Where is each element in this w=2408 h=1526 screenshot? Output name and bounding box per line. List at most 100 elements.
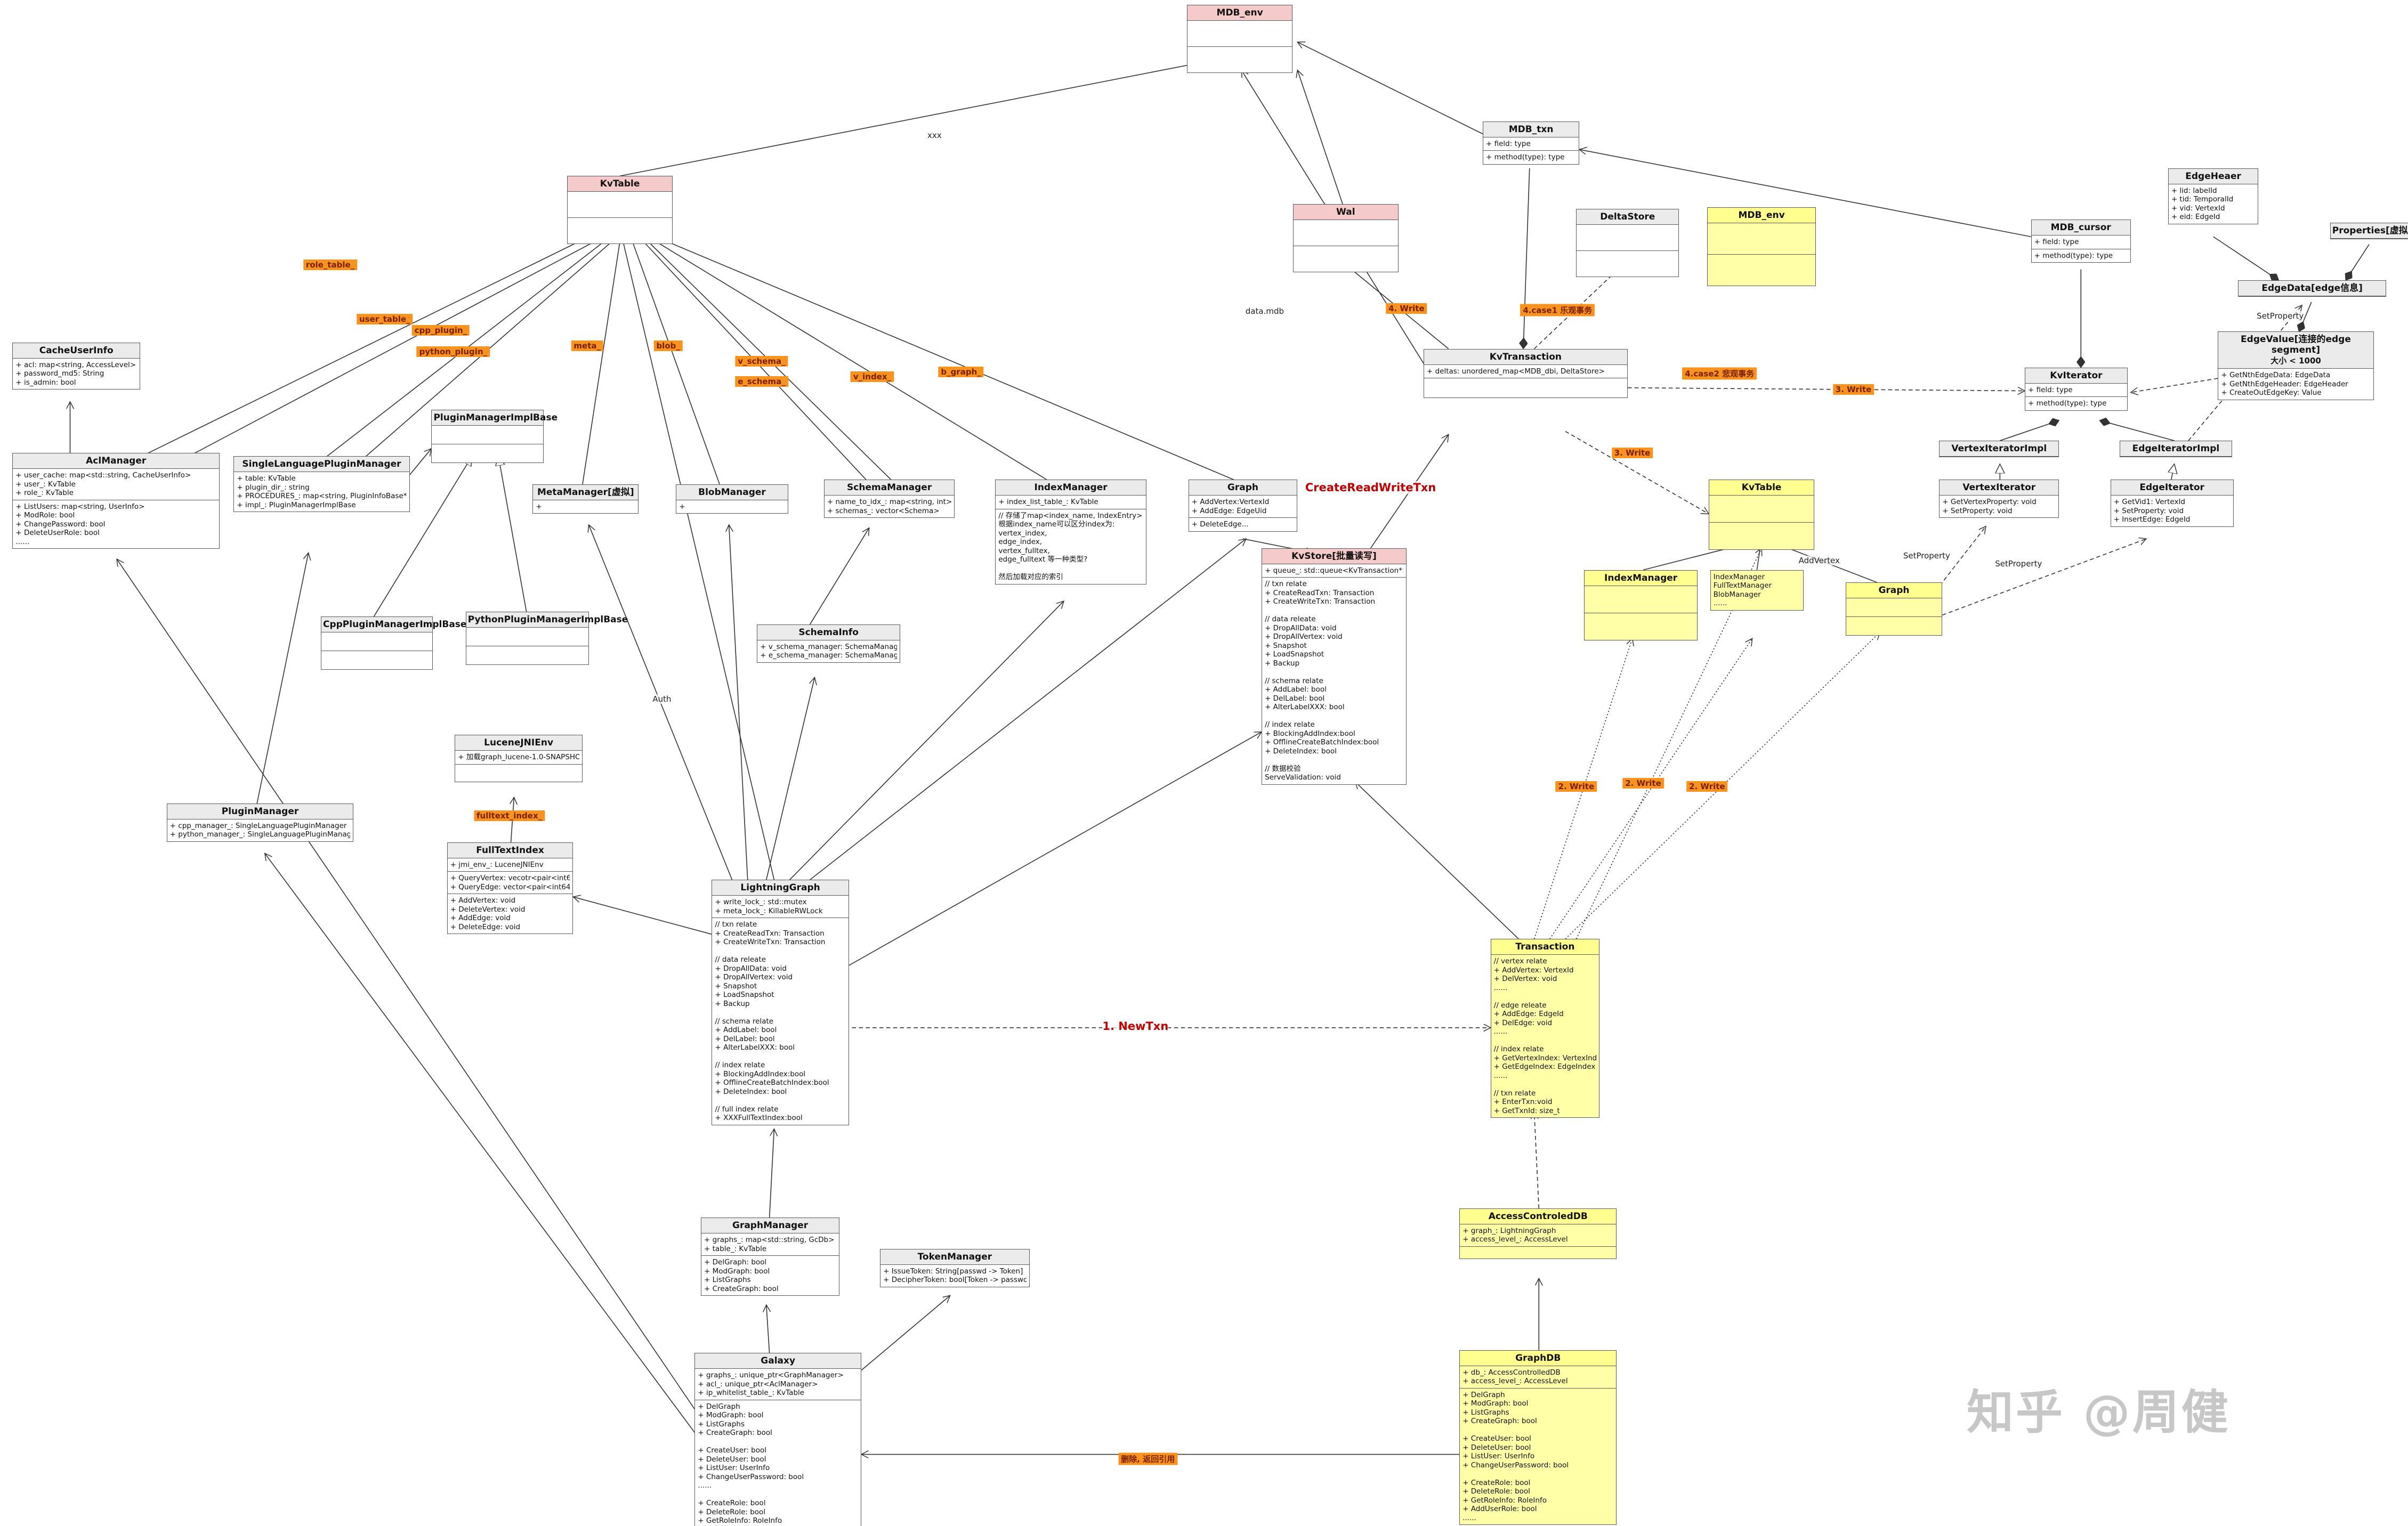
class-member: + field: type <box>1486 139 1531 148</box>
class-section: + table: KvTable+ plugin_dir_: string+ P… <box>234 472 409 512</box>
class-member <box>698 1438 858 1447</box>
class-member: // data releate <box>1265 615 1316 624</box>
class-member: + DropAllVertex: void <box>715 973 793 982</box>
relationship-edge <box>2000 420 2059 441</box>
class-member: IndexManager <box>1713 572 1765 581</box>
class-member <box>715 1008 845 1017</box>
class-section: + QueryVertex: vecotr<pair<int64_t, floa… <box>447 872 573 895</box>
class-token-manager: TokenManager+ IssueToken: String[passwd … <box>880 1248 1030 1287</box>
class-member: + PROCEDURES_: map<string, PluginInfoBas… <box>237 492 407 501</box>
class-member: + method(type): type <box>2027 399 2107 408</box>
class-member: + OfflineCreateBatchIndex:bool <box>715 1078 829 1087</box>
class-title: LightningGraph <box>712 880 849 896</box>
class-member: + field: type <box>2027 385 2073 394</box>
class-member: edge_index, <box>998 538 1043 547</box>
class-member: + CreateGraph: bool <box>698 1428 772 1438</box>
class-member: + AddLabel: bool <box>1265 685 1327 694</box>
class-title: MDB_env <box>1187 5 1292 21</box>
class-member: + graphs_: unique_ptr<GraphManager> <box>698 1371 844 1380</box>
class-mdb-env-top: MDB_env <box>1186 4 1293 73</box>
class-member: + Snapshot <box>715 981 757 991</box>
class-member: + user_cache: map<std::string, CacheUser… <box>15 471 191 480</box>
class-member: ...... <box>1713 599 1727 608</box>
class-member: + GetRoleInfo: RoleInfo <box>698 1516 782 1525</box>
class-member: ...... <box>15 537 30 546</box>
class-member: + DelLabel: bool <box>1265 694 1325 703</box>
class-member: + access_level_: AccessLevel <box>1462 1377 1568 1386</box>
relationship-edge <box>861 1295 950 1371</box>
class-member: + DeleteIndex: bool <box>715 1087 787 1096</box>
class-member: + GetRoleInfo: RoleInfo <box>1462 1496 1547 1505</box>
class-member: + GetNthEdgeData: EdgeData <box>2221 371 2331 380</box>
class-section: + index_list_table_: KvTable <box>996 496 1146 509</box>
class-member: + db_: AccessControlledDB <box>1462 1368 1561 1377</box>
relationship-edge <box>643 241 867 480</box>
class-mdb-env-yellow: MDB_env <box>1707 207 1816 286</box>
class-title: PluginManagerImplBase <box>432 410 557 426</box>
relationship-edge <box>1627 388 2025 391</box>
class-member: + DeleteRole: bool <box>1462 1487 1530 1496</box>
class-title: CacheUserInfo <box>13 343 140 359</box>
class-member: + ModGraph: bool <box>698 1411 764 1420</box>
class-member: + ip_whitelist_table_: KvTable <box>698 1389 805 1398</box>
class-member: // index relate <box>1493 1045 1544 1054</box>
class-plugin-manager: PluginManager+ cpp_manager_: SingleLangu… <box>166 803 354 842</box>
class-member: + ListGraphs <box>698 1419 745 1428</box>
class-member: + v_schema_manager: SchemaManager <box>760 642 898 651</box>
class-member: + meta_lock_: KillableRWLock <box>715 906 823 915</box>
relationship-edge <box>373 456 472 617</box>
class-member: // data releate <box>715 955 766 964</box>
class-section <box>466 646 588 665</box>
relationship-edge <box>2188 305 2302 441</box>
class-title: AccessControledDB <box>1460 1208 1617 1224</box>
class-section: + DelGraph+ ModGraph: bool+ ListGraphs+ … <box>1460 1388 1617 1525</box>
class-title: VertexIteratorImpl <box>1940 441 2059 457</box>
class-member: + CreateOutEdgeKey: Value <box>2221 388 2322 397</box>
class-member: + CreateGraph: bool <box>704 1284 779 1293</box>
class-section <box>1424 378 1627 398</box>
class-member: + table: KvTable <box>237 474 296 483</box>
class-member: // txn relate <box>1265 580 1307 589</box>
class-member <box>1265 668 1403 677</box>
class-member: + GetVertexProperty: void <box>1942 498 2037 507</box>
class-section: + v_schema_manager: SchemaManager+ e_sch… <box>757 640 900 662</box>
relationship-edge <box>1297 42 1483 135</box>
class-member <box>698 1490 858 1499</box>
class-vertex-iterator-impl: VertexIteratorImpl <box>1939 441 2059 457</box>
class-member: ServeValidation: void <box>1265 773 1341 782</box>
class-title: IndexManager <box>996 480 1146 496</box>
relationship-edge <box>766 1305 770 1353</box>
class-member <box>1494 1080 1597 1089</box>
relationship-edge <box>789 601 1064 880</box>
class-section <box>1584 613 1698 640</box>
class-section <box>1584 586 1698 613</box>
class-member: + Snapshot <box>1265 641 1307 650</box>
class-properties: Properties[虚拟] <box>2330 222 2408 239</box>
class-title: EdgeValue[连接的edge segment]大小 < 1000 <box>2218 332 2373 369</box>
relationship-edge <box>573 897 712 935</box>
class-section: + write_lock_: std::mutex+ meta_lock_: K… <box>712 896 849 919</box>
class-member: + acl_: unique_ptr<AclManager> <box>698 1379 818 1389</box>
relationship-edge <box>194 241 595 454</box>
class-section: + GetVertexProperty: void+ SetProperty: … <box>1940 496 2059 518</box>
relationship-edge <box>666 241 1234 480</box>
class-title: EdgeIteratorImpl <box>2120 441 2232 457</box>
class-member: + CreateUser: bool <box>698 1446 767 1455</box>
class-member: + password_md5: String <box>15 369 104 378</box>
class-title: PythonPluginManagerImplBase <box>466 612 628 628</box>
class-member: + DelEdge: void <box>1493 1018 1553 1027</box>
class-title: GraphManager <box>701 1218 839 1234</box>
class-section <box>432 425 543 444</box>
class-title: TokenManager <box>880 1249 1029 1265</box>
class-section <box>1846 616 1942 635</box>
class-member: + DeleteUser: bool <box>1462 1443 1531 1452</box>
class-member: + impl_: PluginManagerImplBase <box>237 500 356 509</box>
class-member: + SetProperty: void <box>2113 506 2184 515</box>
relationship-edge <box>1565 632 1880 939</box>
class-member: + DeleteEdge... <box>1191 520 1249 529</box>
class-python-plugin-manager-impl-base: PythonPluginManagerImplBase <box>465 612 628 665</box>
class-member: + ListUser: UserInfo <box>1462 1452 1535 1461</box>
class-member: + AlterLabelXXX: bool <box>715 1043 795 1052</box>
class-member: BlobManager <box>1713 590 1761 599</box>
